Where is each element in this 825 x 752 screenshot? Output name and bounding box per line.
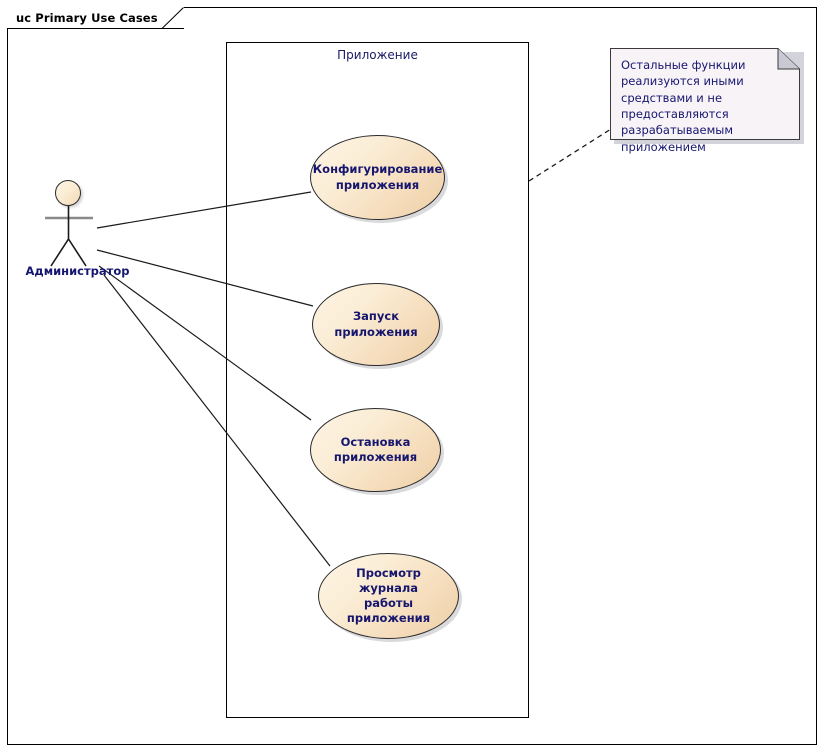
use-case-ellipse: Запуск приложения (312, 283, 440, 366)
note-text: Остальные функции реализуются иными сред… (621, 58, 746, 154)
actor-label: Администратор (25, 264, 130, 278)
actor-head-icon (55, 180, 81, 206)
system-boundary-label: Приложение (337, 48, 418, 62)
use-case-label: Запуск приложения (334, 309, 418, 339)
frame-title-tab: uc Primary Use Cases (7, 7, 184, 29)
note-box[interactable]: Остальные функции реализуются иными сред… (610, 48, 804, 154)
frame-tab-corner-icon (161, 7, 184, 29)
use-case-ellipse: Просмотр журнала работы приложения (318, 553, 459, 639)
note-body-shape (610, 48, 800, 140)
use-case-view-log[interactable]: Просмотр журнала работы приложения (318, 553, 462, 642)
use-case-stop[interactable]: Остановка приложения (310, 408, 444, 495)
use-case-label: Просмотр журнала работы приложения (346, 565, 431, 626)
use-case-ellipse: Конфигурирование приложения (310, 135, 445, 220)
actor-administrator[interactable]: Администратор (20, 178, 135, 288)
frame-title-label: uc Primary Use Cases (16, 10, 158, 25)
use-case-label: Остановка приложения (333, 434, 418, 464)
use-case-start[interactable]: Запуск приложения (312, 283, 443, 369)
use-case-configure[interactable]: Конфигурирование приложения (310, 135, 448, 223)
use-case-label: Конфигурирование приложения (312, 162, 443, 192)
use-case-ellipse: Остановка приложения (310, 408, 441, 492)
frame-title-tab-body: uc Primary Use Cases (7, 7, 184, 29)
actor-body-icon (45, 206, 93, 267)
